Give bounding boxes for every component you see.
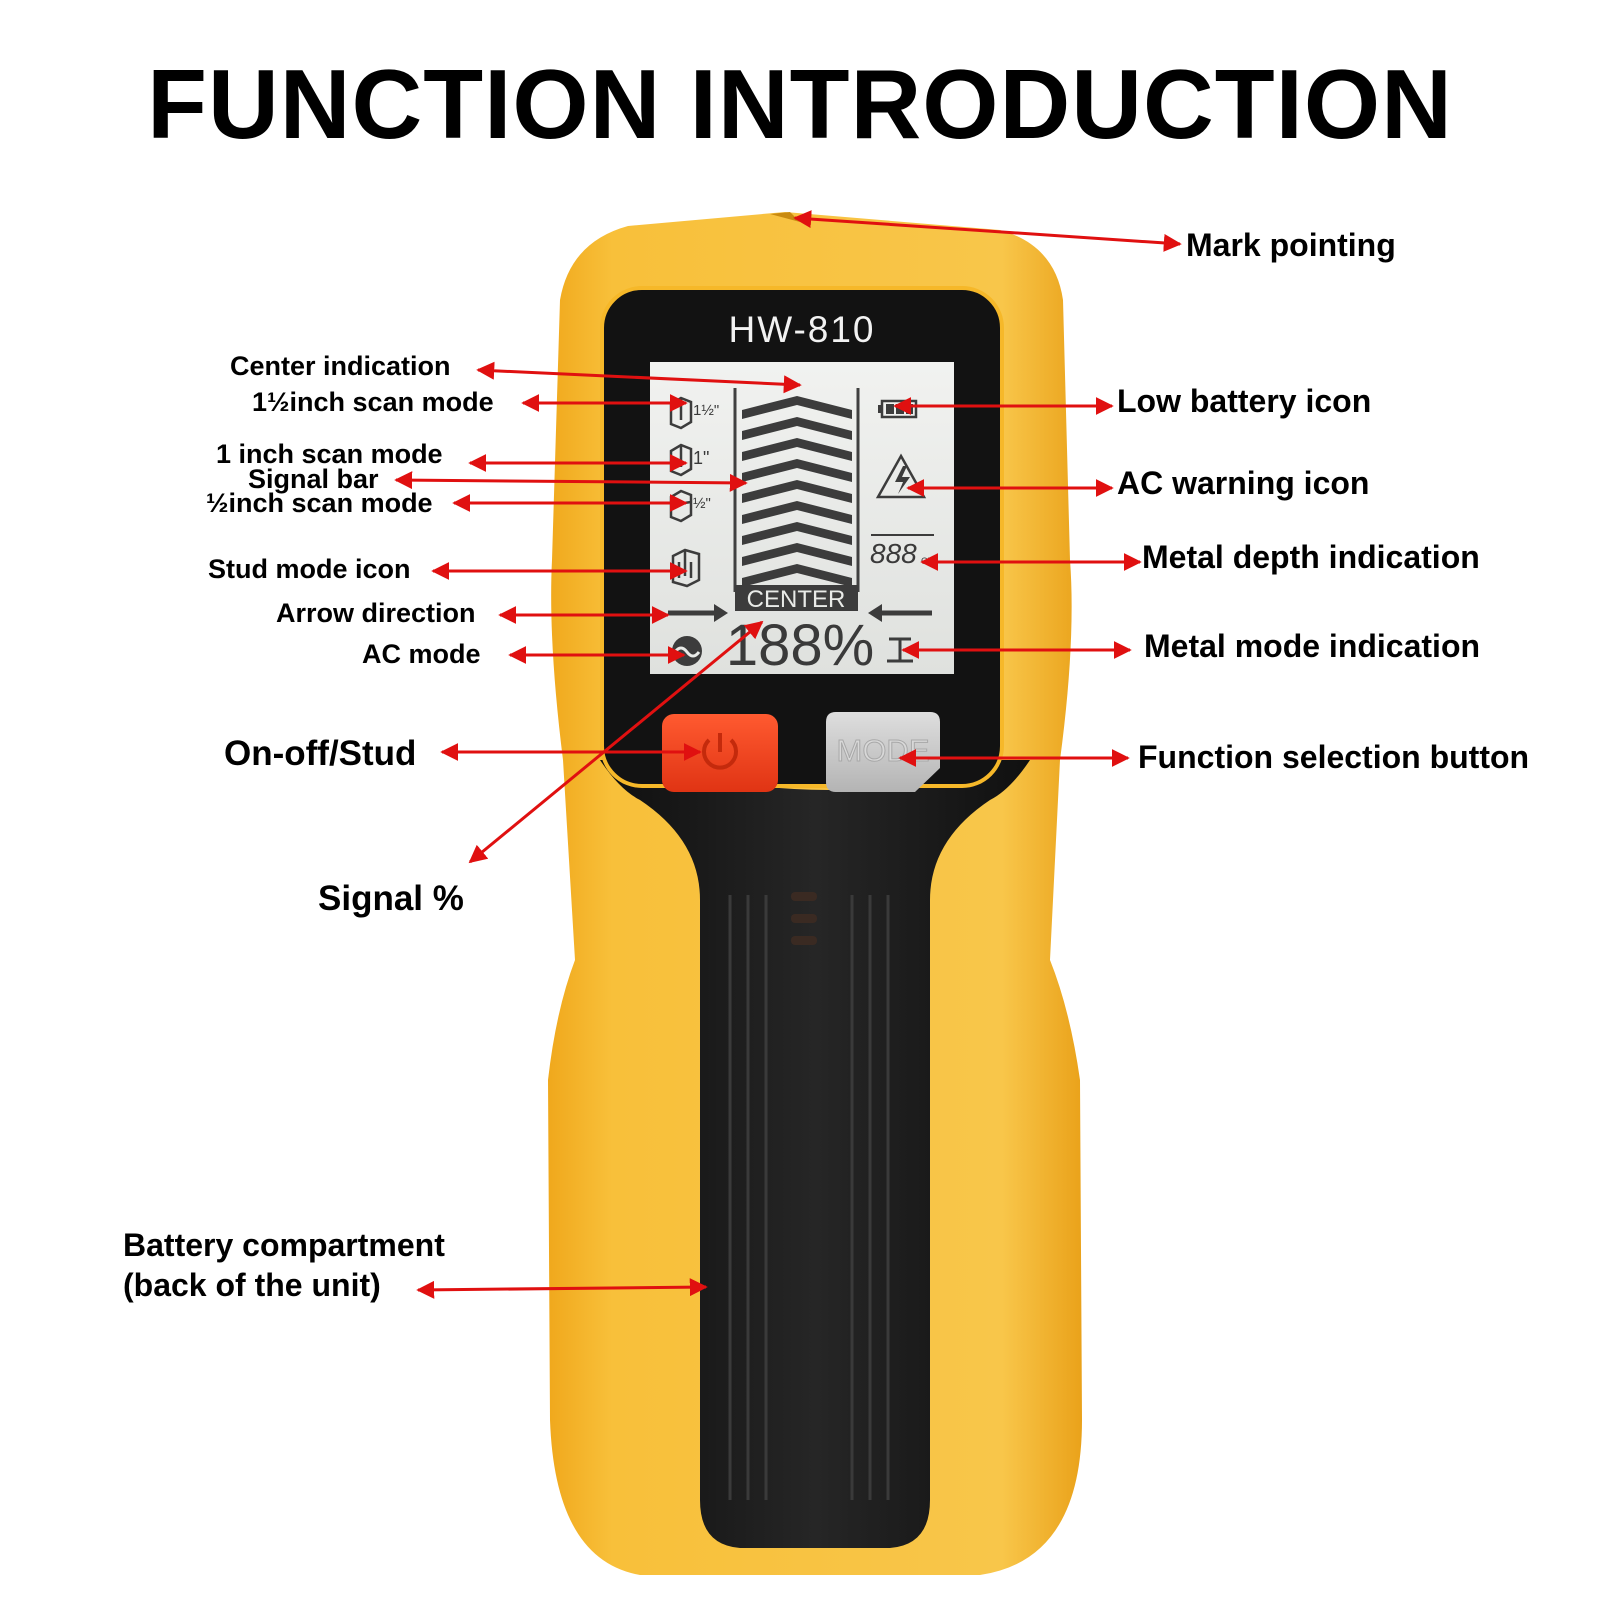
mark-pointing-notch	[770, 212, 800, 222]
label-ac-warning: AC warning icon	[1117, 465, 1369, 501]
callout-arrows	[394, 210, 1182, 1299]
ac-mode-icon	[672, 636, 702, 666]
signal-chevron	[742, 543, 852, 566]
label-metal-depth: Metal depth indication	[1142, 539, 1480, 575]
depth-value: 888	[870, 538, 917, 569]
label-metal-mode: Metal mode indication	[1144, 628, 1480, 664]
arrow-signal-percent	[468, 620, 764, 864]
center-label: CENTER	[747, 586, 846, 613]
speaker-holes-icon	[791, 892, 817, 945]
signal-bar: CENTER	[733, 388, 860, 613]
metal-mode-icon	[887, 637, 913, 663]
arrow-signal-bar	[394, 471, 748, 492]
label-battery-line2: (back of the unit)	[123, 1267, 381, 1303]
grip-ribs	[728, 895, 890, 1500]
arrow-battery-compartment	[416, 1278, 708, 1299]
label-signal-bar: Signal bar	[248, 464, 379, 494]
stud-finder-device: HW-810 CENTER 188% 1½"	[548, 212, 1082, 1575]
label-scan-0-5: ½inch scan mode	[206, 488, 433, 518]
label-scan-1-5: 1½inch scan mode	[252, 387, 494, 417]
signal-chevron	[742, 438, 852, 461]
mode-button-label: MODE	[837, 733, 930, 768]
label-low-battery: Low battery icon	[1117, 383, 1371, 419]
signal-chevron	[742, 396, 852, 419]
label-scan-1: 1 inch scan mode	[216, 439, 443, 469]
arrow-center-indication	[476, 361, 802, 394]
label-stud-mode: Stud mode icon	[208, 554, 411, 584]
label-function-selection: Function selection button	[1138, 739, 1529, 775]
arrow-mark-pointing	[793, 210, 1182, 252]
model-label: HW-810	[728, 309, 875, 350]
scan-0-5-value: ½"	[693, 495, 711, 512]
ac-warning-icon	[875, 453, 927, 499]
label-signal-percent: Signal %	[318, 879, 464, 918]
label-battery-line1: Battery compartment	[123, 1227, 445, 1263]
callout-labels: Mark pointing Center indication 1½inch s…	[123, 227, 1529, 1303]
signal-chevron	[742, 564, 852, 587]
scan-1-value: 1"	[693, 448, 709, 468]
label-mark-pointing: Mark pointing	[1186, 227, 1396, 263]
signal-chevron	[742, 501, 852, 524]
mode-button[interactable]: MODE	[826, 712, 940, 792]
label-ac-mode: AC mode	[362, 639, 481, 669]
arrow-left-icon	[868, 604, 932, 622]
scan-1-5-value: 1½"	[693, 402, 719, 419]
label-on-off: On-off/Stud	[224, 734, 416, 773]
signal-chevron	[742, 459, 852, 482]
signal-chevron	[742, 480, 852, 503]
label-center-indication: Center indication	[230, 351, 451, 381]
label-arrow-direction: Arrow direction	[276, 598, 476, 628]
signal-percent-readout: 188%	[726, 613, 874, 678]
signal-chevron	[742, 522, 852, 545]
grip-panel	[600, 760, 1030, 1548]
arrow-right-icon	[668, 604, 728, 622]
page-title: FUNCTION INTRODUCTION	[147, 49, 1453, 159]
signal-chevron	[742, 417, 852, 440]
